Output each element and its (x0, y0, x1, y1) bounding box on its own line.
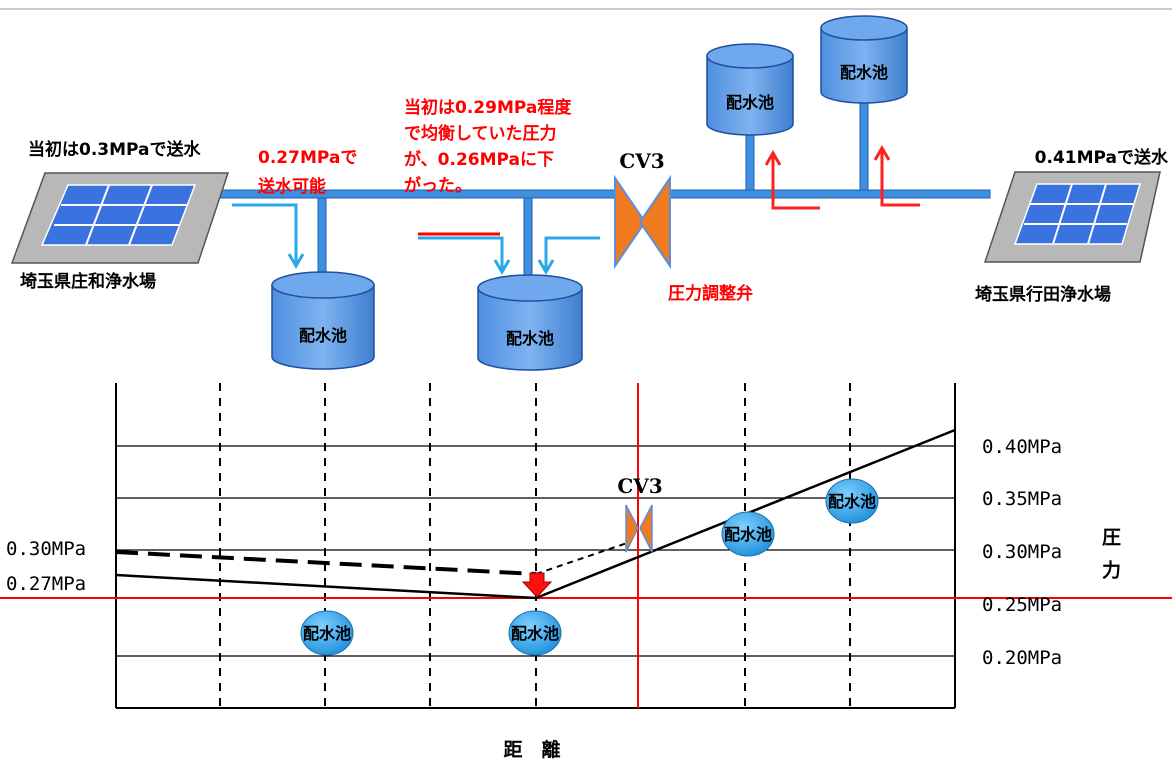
tank-lower-middle: 配水池 (477, 197, 583, 371)
flow-arrow-red (764, 145, 920, 210)
tank-upper-left: 配水池 (706, 43, 794, 191)
y-tick-label: 0.40MPa (982, 436, 1062, 458)
tank-marker-label: 配水池 (724, 525, 772, 544)
left-plant-icon (10, 172, 230, 264)
right-plant-note: 0.41MPaで送水 (1035, 147, 1169, 168)
y-axis-label: 圧力 (1099, 527, 1121, 593)
series-dashed (115, 550, 537, 576)
left-capacity-note-line1: 0.27MPaで (258, 148, 357, 168)
chart-valve-label: CV3 (617, 474, 662, 498)
tank-marker: 配水池 (825, 478, 879, 524)
left-plant-note: 当初は0.3MPaで送水 (28, 139, 202, 160)
tank-marker-label: 配水池 (303, 624, 351, 643)
tank-label: 配水池 (299, 326, 347, 345)
tank-marker: 配水池 (300, 610, 354, 656)
chart-area: CV3 配水池 配水池 配水池 配水池 0.40MPa 0.35MPa 0.30… (0, 383, 1172, 761)
tank-label: 配水池 (726, 93, 774, 112)
mid-note-line4: がった。 (404, 175, 472, 196)
valve-name: CV3 (619, 149, 664, 173)
valve-caption: 圧力調整弁 (668, 283, 753, 304)
y-tick-label: 0.35MPa (982, 488, 1062, 510)
tank-marker-label: 配水池 (511, 624, 559, 643)
tank-label: 配水池 (840, 63, 888, 82)
mid-note-line3: が、0.26MPaに下 (404, 149, 554, 170)
tank-marker-label: 配水池 (828, 492, 876, 511)
left-pressure-label-red: 0.27MPa (6, 573, 86, 595)
series-solid (115, 428, 956, 600)
series-dashed-continuation (535, 541, 631, 575)
pressure-drop-arrow (521, 572, 553, 598)
tank-lower-left: 配水池 (271, 197, 375, 370)
right-plant-icon (983, 171, 1161, 263)
left-plant-name: 埼玉県庄和浄水場 (20, 271, 156, 292)
tank-marker: 配水池 (508, 610, 562, 656)
right-plant-name: 埼玉県行田浄水場 (975, 284, 1111, 305)
valve-cv3-icon (614, 174, 671, 270)
chart-valve-marker (625, 504, 653, 553)
y-tick-label: 0.30MPa (982, 541, 1062, 563)
tank-marker: 配水池 (721, 511, 775, 557)
left-pressure-label: 0.30MPa (6, 538, 86, 560)
tank-upper-right: 配水池 (820, 15, 908, 191)
y-tick-label: 0.20MPa (982, 647, 1062, 669)
x-axis-label: 距 離 (503, 738, 560, 761)
tank-label: 配水池 (506, 329, 554, 348)
mid-note-line1: 当初は0.29MPa程度 (404, 97, 572, 118)
mid-note-line2: で均衡していた圧力 (404, 123, 557, 144)
y-tick-label: 0.25MPa (982, 594, 1062, 616)
left-capacity-note-line2: 送水可能 (258, 176, 326, 197)
flow-arrow-blue (232, 203, 600, 275)
